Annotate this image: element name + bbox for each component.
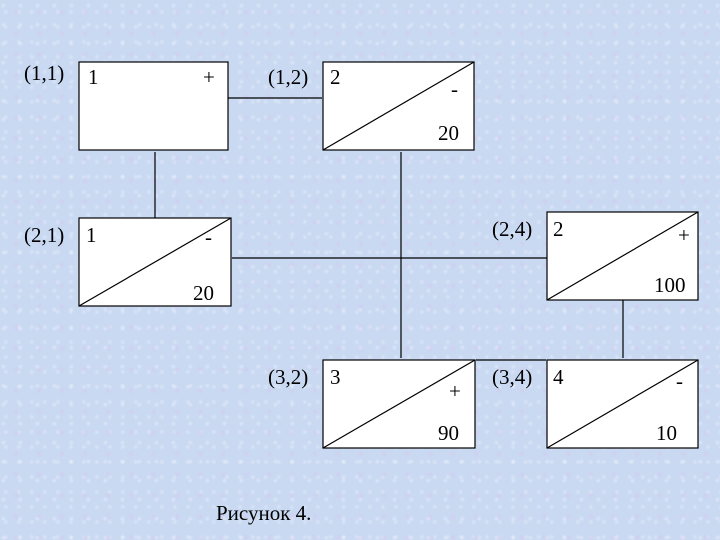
node-value: 1 [88,65,99,89]
node-coord-label: (1,1) [24,61,64,85]
node-diagonal [322,61,475,151]
node-sign: - [451,77,458,101]
node-sign: - [676,369,683,393]
node-2-4: (2,4) 2 + 100 [492,211,699,301]
figure-caption: Рисунок 4. [216,501,311,525]
node-3-4: (3,4) 4 - 10 [492,359,699,449]
node-2-1: (2,1) 1 - 20 [24,217,232,307]
node-bottom-value: 10 [656,421,677,445]
node-value: 2 [553,217,564,241]
node-diagonal [546,211,699,301]
node-sign: + [203,65,215,89]
node-coord-label: (2,1) [24,223,64,247]
node-1-1: (1,1) 1 + [24,61,229,151]
node-value: 4 [553,365,564,389]
node-box [78,61,229,151]
node-coord-label: (1,2) [268,65,308,89]
node-diagonal [322,359,476,449]
node-value: 1 [86,223,97,247]
node-sign: - [205,225,212,249]
node-bottom-value: 100 [654,273,686,297]
node-coord-label: (3,2) [268,365,308,389]
node-bottom-value: 20 [438,121,459,145]
node-bottom-value: 20 [193,281,214,305]
node-bottom-value: 90 [438,421,459,445]
node-sign: + [678,223,690,247]
node-diagonal [546,359,699,449]
node-diagonal [78,217,232,307]
node-sign: + [449,379,461,403]
node-value: 3 [330,365,341,389]
node-coord-label: (2,4) [492,217,532,241]
node-coord-label: (3,4) [492,365,532,389]
node-value: 2 [330,65,341,89]
node-1-2: (1,2) 2 - 20 [268,61,475,151]
node-3-2: (3,2) 3 + 90 [268,359,476,449]
